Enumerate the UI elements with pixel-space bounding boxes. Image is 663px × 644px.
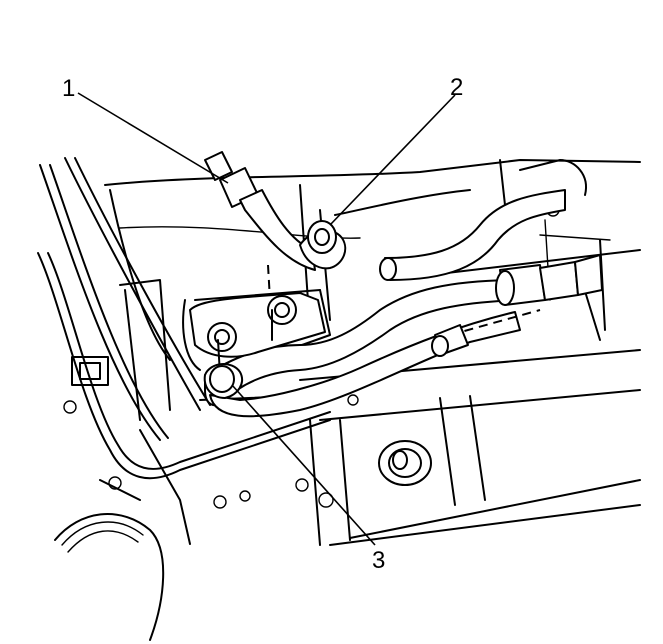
frame-structure: [71, 159, 641, 546]
left-routing-lines: [37, 157, 331, 480]
callout-1: 1: [62, 75, 75, 102]
leader-line-3: [231, 384, 376, 546]
leader-line-1: [77, 92, 229, 184]
cooler-mount-block: [189, 292, 326, 376]
callout-leaders: [77, 92, 456, 546]
callout-2: 2: [450, 74, 463, 101]
callout-3: 3: [372, 547, 385, 574]
leader-line-2: [329, 94, 456, 226]
lower-line-fitting: [431, 254, 603, 357]
cooler-line-fitting-1: [204, 151, 347, 301]
grommet: [378, 440, 432, 486]
callout-labels: 1 2 3: [62, 74, 463, 574]
radiator-hose: [379, 159, 587, 281]
wheel-arc: [54, 513, 165, 641]
cooler-line-fitting-3: [203, 363, 244, 399]
